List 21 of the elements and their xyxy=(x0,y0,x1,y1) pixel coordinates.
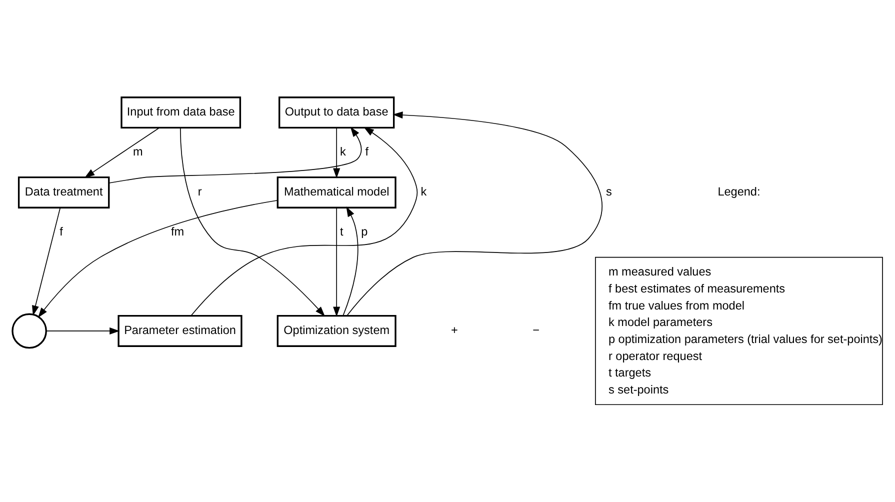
edge-label: s xyxy=(606,186,612,199)
legend-label: r operator request xyxy=(608,350,702,363)
edge-label: k xyxy=(340,146,346,159)
edge-label: fm xyxy=(170,226,184,239)
legend-label: s set-points xyxy=(608,383,669,396)
legend-label: k model parameters xyxy=(608,316,712,330)
legend-label: f best estimates of measurements xyxy=(608,282,786,296)
edge-label: r xyxy=(198,186,202,199)
legend-label: m measured values xyxy=(608,266,712,279)
edge-label: k xyxy=(420,186,427,199)
label: Legend: xyxy=(718,186,760,199)
edge-label: f xyxy=(365,146,369,159)
legend-label: p optimization parameters (trial values for set-points) xyxy=(608,332,882,346)
edge-label: p xyxy=(361,226,368,239)
label: + xyxy=(451,324,458,338)
edge-label: t xyxy=(340,226,344,239)
label: − xyxy=(532,324,540,338)
legend-label: t targets xyxy=(608,366,652,380)
edge-label: m xyxy=(133,146,143,159)
edge-label: f xyxy=(60,226,63,239)
legend-label: fm true values from model xyxy=(608,299,745,312)
